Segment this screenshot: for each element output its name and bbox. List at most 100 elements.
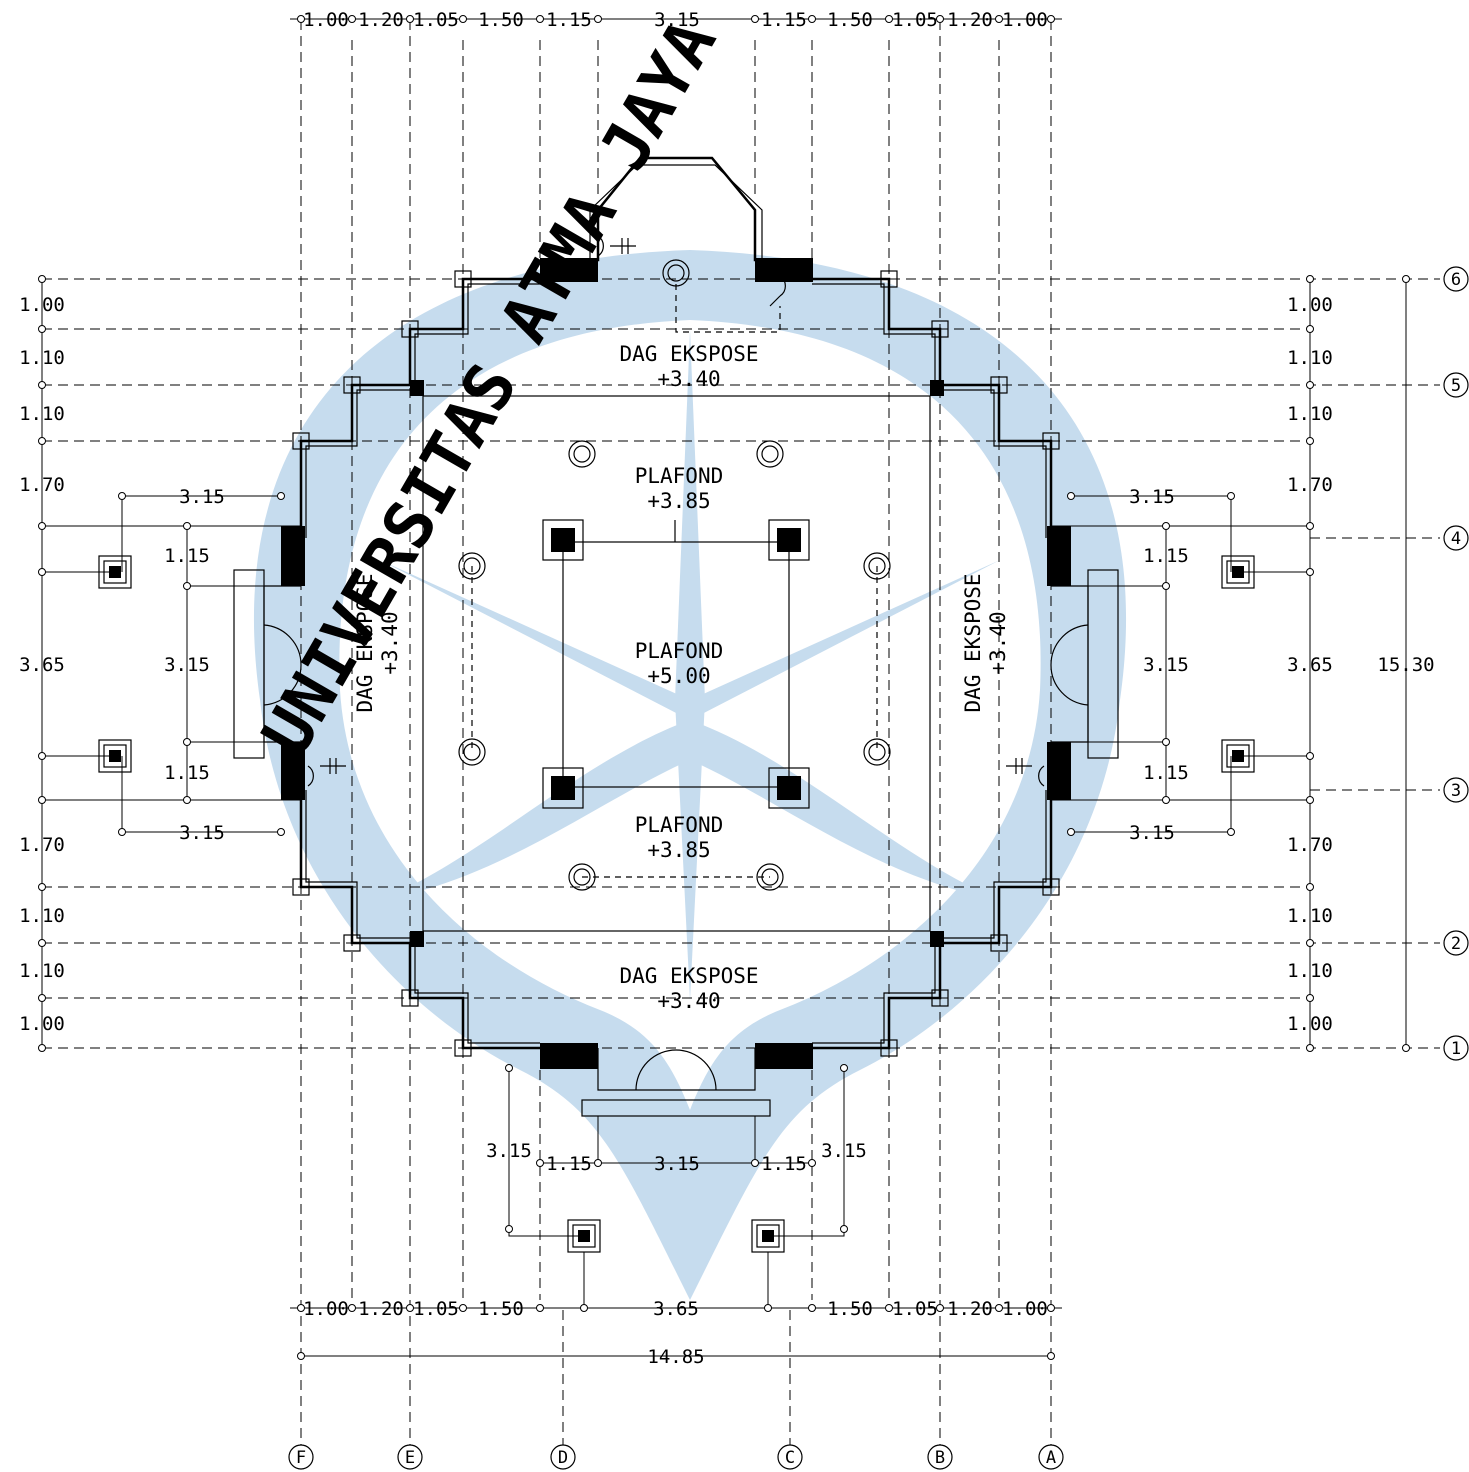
- grid-bubble-4: 4: [1443, 525, 1469, 551]
- svg-text:1.15: 1.15: [1143, 545, 1189, 567]
- front-porch-dimensions: 3.15 3.15 1.15 3.15 1.15: [486, 1140, 867, 1175]
- svg-text:2: 2: [1451, 934, 1461, 954]
- svg-text:C: C: [785, 1448, 795, 1468]
- svg-text:3.65: 3.65: [653, 1298, 699, 1320]
- column-square-nw: [542, 519, 584, 561]
- svg-text:3.65: 3.65: [1287, 654, 1333, 676]
- right-porch-dimensions: 3.15 3.15 1.15 3.15 1.15: [1129, 486, 1189, 844]
- svg-text:+3.40: +3.40: [378, 611, 402, 674]
- svg-text:3.15: 3.15: [1129, 486, 1175, 508]
- svg-text:DAG EKSPOSE: DAG EKSPOSE: [619, 964, 758, 988]
- room-labels: DAG EKSPOSE +3.40 DAG EKSPOSE +3.40 DAG …: [353, 342, 1010, 1013]
- svg-text:6: 6: [1451, 270, 1461, 290]
- svg-text:1: 1: [1451, 1039, 1461, 1059]
- column-round-1: [568, 440, 596, 468]
- column-round-6: [863, 738, 891, 766]
- grid-bubble-5: 5: [1443, 372, 1469, 398]
- svg-text:1.50: 1.50: [478, 9, 524, 31]
- grid-bubbles: F E D C B A 6 5 4 3 2 1: [288, 266, 1469, 1470]
- svg-text:+3.40: +3.40: [986, 611, 1010, 674]
- svg-text:1.00: 1.00: [19, 294, 65, 316]
- svg-text:1.15: 1.15: [546, 1153, 592, 1175]
- svg-text:1.10: 1.10: [19, 960, 65, 982]
- dimension-lines: [38, 15, 1410, 1360]
- column-square-se: [768, 767, 810, 809]
- svg-text:1.00: 1.00: [1002, 1298, 1048, 1320]
- svg-text:1.15: 1.15: [546, 9, 592, 31]
- svg-text:1.20: 1.20: [358, 1298, 404, 1320]
- top-dimension-chain: 1.00 1.20 1.05 1.50 1.15 3.15 1.15 1.50 …: [303, 9, 1048, 31]
- svg-text:+3.85: +3.85: [647, 489, 710, 513]
- svg-text:1.70: 1.70: [1287, 474, 1333, 496]
- svg-text:3.65: 3.65: [19, 654, 65, 676]
- bottom-dimension-chain: 1.00 1.20 1.05 1.50 3.65 1.50 1.05 1.20 …: [303, 1298, 1048, 1368]
- svg-text:PLAFOND: PLAFOND: [635, 813, 724, 837]
- svg-text:3.15: 3.15: [179, 822, 225, 844]
- column-round-apse: [662, 259, 690, 287]
- svg-text:1.05: 1.05: [413, 9, 459, 31]
- svg-text:+3.40: +3.40: [657, 989, 720, 1013]
- svg-text:1.10: 1.10: [19, 403, 65, 425]
- svg-text:1.05: 1.05: [413, 1298, 459, 1320]
- label-plafond-top: PLAFOND +3.85: [635, 464, 724, 513]
- column-round-7: [568, 863, 596, 891]
- svg-text:15.30: 15.30: [1377, 654, 1434, 676]
- svg-text:1.10: 1.10: [1287, 347, 1333, 369]
- grid-bubble-1: 1: [1443, 1035, 1469, 1061]
- svg-text:1.70: 1.70: [1287, 834, 1333, 856]
- interior-columns: [458, 259, 891, 891]
- entrances: [233, 235, 1119, 1117]
- svg-text:1.15: 1.15: [1143, 762, 1189, 784]
- svg-text:E: E: [405, 1448, 415, 1468]
- svg-text:+5.00: +5.00: [647, 664, 710, 688]
- svg-text:3.15: 3.15: [164, 654, 210, 676]
- svg-text:+3.85: +3.85: [647, 838, 710, 862]
- svg-text:1.20: 1.20: [358, 9, 404, 31]
- svg-text:3.15: 3.15: [486, 1140, 532, 1162]
- grid-bubble-A: A: [1038, 1444, 1064, 1470]
- svg-text:5: 5: [1451, 376, 1461, 396]
- column-round-4: [863, 552, 891, 580]
- grid-axes: [42, 20, 1440, 1445]
- svg-text:D: D: [558, 1448, 568, 1468]
- svg-text:1.00: 1.00: [1287, 294, 1333, 316]
- svg-text:A: A: [1046, 1448, 1056, 1468]
- svg-text:1.15: 1.15: [164, 545, 210, 567]
- svg-text:1.00: 1.00: [1002, 9, 1048, 31]
- svg-text:1.20: 1.20: [947, 1298, 993, 1320]
- svg-text:1.05: 1.05: [892, 9, 938, 31]
- svg-text:14.85: 14.85: [647, 1346, 704, 1368]
- label-dag-top: DAG EKSPOSE +3.40: [619, 342, 758, 391]
- svg-text:3.15: 3.15: [654, 1153, 700, 1175]
- grid-bubble-D: D: [550, 1444, 576, 1470]
- column-round-8: [756, 863, 784, 891]
- svg-text:1.70: 1.70: [19, 834, 65, 856]
- svg-text:PLAFOND: PLAFOND: [635, 464, 724, 488]
- label-plafond-center: PLAFOND +5.00: [635, 639, 724, 688]
- svg-text:3.15: 3.15: [821, 1140, 867, 1162]
- svg-text:+3.40: +3.40: [657, 367, 720, 391]
- svg-text:1.00: 1.00: [303, 9, 349, 31]
- svg-text:1.00: 1.00: [303, 1298, 349, 1320]
- svg-text:1.20: 1.20: [947, 9, 993, 31]
- grid-bubble-3: 3: [1443, 777, 1469, 803]
- right-dimension-chain: 1.00 1.10 1.10 1.70 3.65 1.70 1.10 1.10 …: [1287, 294, 1434, 1035]
- svg-text:DAG EKSPOSE: DAG EKSPOSE: [353, 573, 377, 712]
- svg-text:DAG EKSPOSE: DAG EKSPOSE: [619, 342, 758, 366]
- svg-text:3.15: 3.15: [1143, 654, 1189, 676]
- svg-text:4: 4: [1451, 529, 1461, 549]
- svg-text:1.15: 1.15: [761, 1153, 807, 1175]
- left-porch-dimensions: 3.15 3.15 1.15 3.15 1.15: [164, 486, 225, 844]
- label-dag-right: DAG EKSPOSE +3.40: [961, 573, 1010, 712]
- svg-text:1.70: 1.70: [19, 474, 65, 496]
- svg-text:3.15: 3.15: [1129, 822, 1175, 844]
- column-round-3: [458, 552, 486, 580]
- label-plafond-bottom: PLAFOND +3.85: [635, 813, 724, 862]
- svg-text:1.10: 1.10: [1287, 905, 1333, 927]
- svg-text:1.10: 1.10: [19, 905, 65, 927]
- svg-text:1.15: 1.15: [761, 9, 807, 31]
- svg-text:1.50: 1.50: [827, 9, 873, 31]
- ceiling-zones: [410, 284, 944, 947]
- svg-text:1.00: 1.00: [1287, 1013, 1333, 1035]
